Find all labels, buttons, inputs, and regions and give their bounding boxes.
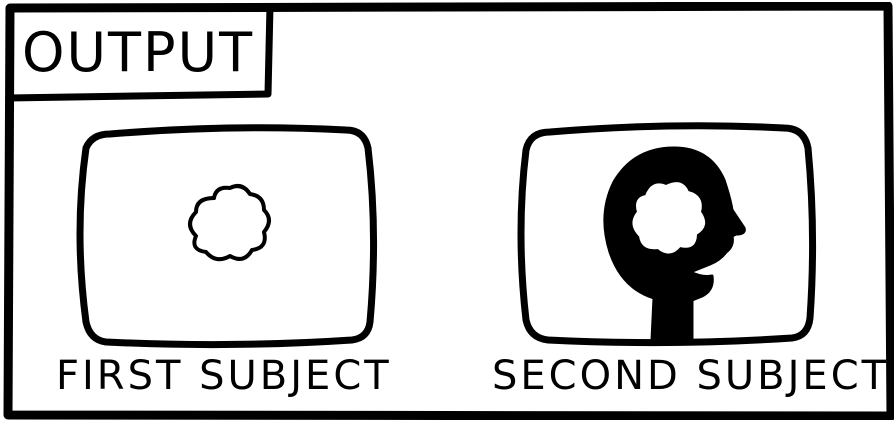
second-subject-caption: SECOND SUBJECT xyxy=(492,356,889,396)
first-panel-screen xyxy=(80,128,374,345)
first-subject-caption: FIRST SUBJECT xyxy=(56,356,392,396)
thought-cloud-icon xyxy=(190,186,269,259)
diagram-title: OUTPUT xyxy=(22,26,254,80)
